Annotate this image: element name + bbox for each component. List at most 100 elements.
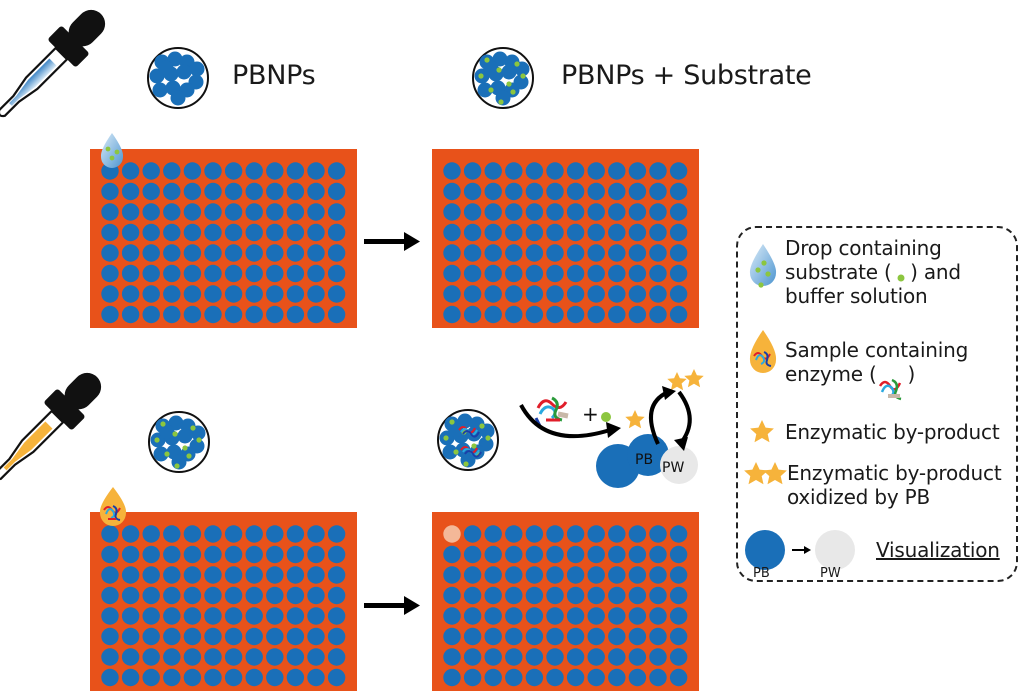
well bbox=[649, 285, 667, 303]
legend-sample-drop-icon bbox=[749, 330, 777, 373]
substrate-particle bbox=[190, 425, 196, 431]
well bbox=[463, 264, 482, 283]
well bbox=[224, 162, 243, 180]
well bbox=[669, 223, 688, 242]
legend-enzyme-icon bbox=[878, 378, 902, 401]
star-icon bbox=[625, 410, 645, 429]
well bbox=[669, 607, 688, 625]
substrate-particle bbox=[485, 435, 491, 441]
well bbox=[183, 285, 202, 303]
well bbox=[566, 586, 585, 605]
well bbox=[566, 545, 585, 564]
well bbox=[608, 305, 626, 324]
enzyme-strand bbox=[462, 430, 480, 438]
well bbox=[546, 182, 564, 201]
well bbox=[505, 566, 523, 584]
well bbox=[566, 607, 585, 625]
well bbox=[649, 525, 667, 543]
well bbox=[327, 566, 346, 584]
well bbox=[505, 607, 523, 625]
well bbox=[649, 668, 667, 687]
well bbox=[628, 525, 647, 543]
well bbox=[649, 162, 667, 180]
well bbox=[266, 305, 284, 324]
well bbox=[204, 264, 222, 283]
well bbox=[463, 607, 482, 625]
pb-label: PB bbox=[635, 452, 653, 468]
well bbox=[608, 244, 626, 262]
substrate-particle bbox=[196, 437, 202, 443]
well bbox=[669, 285, 688, 303]
substrate-particle bbox=[478, 73, 484, 79]
substrate-particle bbox=[463, 461, 469, 467]
well bbox=[163, 627, 181, 646]
well bbox=[224, 223, 243, 242]
well bbox=[163, 244, 181, 262]
well bbox=[505, 264, 523, 283]
well bbox=[608, 607, 626, 625]
well bbox=[566, 668, 585, 687]
legend-pb-label: PB bbox=[753, 566, 770, 581]
well bbox=[546, 545, 564, 564]
well bbox=[121, 182, 140, 201]
well bbox=[142, 627, 160, 646]
substrate-particle bbox=[154, 437, 160, 443]
well bbox=[224, 244, 243, 262]
well bbox=[183, 203, 202, 221]
legend-visualization-caption: Visualization bbox=[876, 538, 1000, 562]
well bbox=[463, 627, 482, 646]
well bbox=[484, 305, 502, 324]
well bbox=[669, 648, 688, 666]
well bbox=[142, 162, 160, 180]
well bbox=[443, 648, 461, 666]
well bbox=[142, 203, 160, 221]
well bbox=[307, 668, 325, 687]
well bbox=[525, 545, 544, 564]
well bbox=[327, 305, 346, 324]
well bbox=[546, 525, 564, 543]
well bbox=[669, 203, 688, 221]
well bbox=[566, 162, 585, 180]
well bbox=[505, 223, 523, 242]
well bbox=[266, 545, 284, 564]
well bbox=[628, 203, 647, 221]
well bbox=[463, 668, 482, 687]
well bbox=[245, 566, 263, 584]
substrate-particle bbox=[443, 435, 449, 441]
well bbox=[183, 545, 202, 564]
well bbox=[587, 545, 605, 564]
well bbox=[266, 607, 284, 625]
well bbox=[266, 648, 284, 666]
well bbox=[327, 203, 346, 221]
well bbox=[224, 566, 243, 584]
well bbox=[101, 525, 119, 543]
legend-box bbox=[736, 226, 1018, 582]
well bbox=[443, 244, 461, 262]
well bbox=[669, 264, 688, 283]
substrate-particle bbox=[186, 453, 192, 459]
well bbox=[163, 264, 181, 283]
inset-pbnps-substrate-enzyme bbox=[437, 409, 499, 471]
well bbox=[525, 182, 544, 201]
well bbox=[121, 648, 140, 666]
well bbox=[587, 244, 605, 262]
well bbox=[327, 586, 346, 605]
well bbox=[484, 244, 502, 262]
legend-line: oxidized by PB bbox=[787, 485, 930, 509]
well bbox=[628, 586, 647, 605]
well bbox=[183, 264, 202, 283]
well bbox=[245, 223, 263, 242]
well bbox=[163, 182, 181, 201]
well bbox=[204, 305, 222, 324]
legend-item-sample-drop: Sample containing enzyme ( ) bbox=[785, 338, 968, 386]
well bbox=[327, 525, 346, 543]
well bbox=[525, 285, 544, 303]
well bbox=[463, 305, 482, 324]
pb-nanoparticle bbox=[176, 64, 192, 80]
well bbox=[443, 586, 461, 605]
well bbox=[463, 545, 482, 564]
well bbox=[608, 566, 626, 584]
legend-line: substrate ( ) and bbox=[785, 260, 961, 284]
well bbox=[628, 244, 647, 262]
inset-pbnps-substrate-bottom bbox=[148, 411, 210, 473]
